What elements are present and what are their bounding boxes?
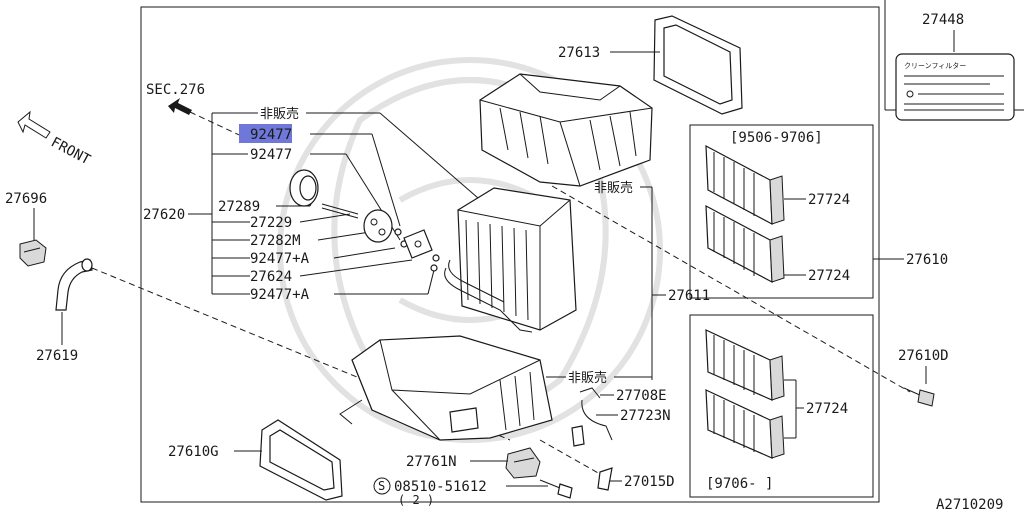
part-lower-case[interactable] [339, 335, 553, 441]
label-27289[interactable]: 27289 [218, 199, 260, 215]
label-92477a-2[interactable]: 92477+A [250, 287, 310, 303]
leader-27282m [317, 231, 371, 241]
main-frame [140, 6, 880, 503]
part-connector-27708e[interactable] [579, 387, 601, 399]
dash-upper [551, 185, 911, 393]
leader-hanbai-top-2 [379, 112, 479, 199]
part-bolt-27229[interactable] [321, 203, 359, 219]
standard-part-mark: S [373, 477, 391, 495]
label-08510-51612[interactable]: 08510-51612 [394, 479, 487, 495]
front-arrow-icon [17, 110, 51, 139]
group-list-lines [212, 112, 258, 295]
label-qty-2: ( 2 ) [398, 493, 434, 507]
label-27708e[interactable]: 27708E [616, 388, 667, 404]
date-range-lower: [9706- ] [706, 476, 773, 492]
front-indicator: FRONT [17, 110, 93, 169]
filter-box-upper [689, 124, 874, 299]
label-27723n[interactable]: 27723N [620, 408, 671, 424]
label-92477-highlight[interactable]: 92477 [250, 127, 292, 143]
part-evaporator[interactable] [444, 187, 577, 333]
part-filter-27724-c[interactable] [705, 329, 785, 401]
label-27761n[interactable]: 27761N [406, 454, 457, 470]
part-oring-27289[interactable] [289, 169, 319, 207]
label-27610d[interactable]: 27610D [898, 348, 949, 364]
label-27724-1[interactable]: 27724 [808, 192, 850, 208]
leader-92477a-1 [333, 247, 396, 259]
label-27610g[interactable]: 27610G [168, 444, 219, 460]
sec-276-label: SEC.276 [146, 82, 205, 98]
label-92477-b[interactable]: 92477 [250, 147, 292, 163]
part-filter-27724-b[interactable] [705, 204, 785, 284]
label-27696[interactable]: 27696 [5, 191, 47, 207]
part-frame-27610g[interactable] [259, 419, 343, 501]
label-27613[interactable]: 27613 [558, 45, 600, 61]
sticker-text: クリーンフィルター [904, 61, 966, 70]
leader-27624 [299, 259, 413, 277]
part-filter-27724-a[interactable] [705, 144, 785, 226]
filter-box-lower [689, 314, 874, 498]
part-screw-27610d[interactable] [903, 387, 935, 407]
leader-92477-hl-2 [371, 133, 401, 227]
part-screw-08510[interactable] [539, 479, 573, 499]
sec-276-ref[interactable]: SEC.276 [146, 82, 205, 115]
part-clip-27696[interactable] [19, 239, 47, 267]
label-27620[interactable]: 27620 [143, 207, 185, 223]
label-hanbai-mid: 非販売 [594, 180, 633, 196]
label-27610[interactable]: 27610 [906, 252, 948, 268]
label-27619[interactable]: 27619 [36, 348, 78, 364]
label-hanbai-bot: 非販売 [568, 370, 607, 386]
label-92477a-1[interactable]: 92477+A [250, 251, 310, 267]
label-27624[interactable]: 27624 [250, 269, 292, 285]
s-mark-label: S [378, 479, 385, 493]
label-27282m[interactable]: 27282M [250, 233, 301, 249]
part-oring-92477a[interactable] [430, 254, 440, 272]
label-27229[interactable]: 27229 [250, 215, 292, 231]
front-label: FRONT [48, 134, 93, 168]
part-upper-case[interactable] [479, 73, 653, 187]
part-harness-27723n[interactable] [571, 399, 613, 447]
part-sticker-27448[interactable]: クリーンフィルター [895, 53, 1015, 121]
leader-92477a-2b [427, 269, 435, 295]
part-block-27624[interactable] [403, 229, 433, 259]
part-hose-27619[interactable] [55, 258, 93, 311]
part-clip-27015d[interactable] [597, 467, 613, 491]
label-hanbai-top: 非販売 [260, 106, 299, 122]
part-actuator-27761n[interactable] [505, 447, 541, 479]
label-27724-3[interactable]: 27724 [806, 401, 848, 417]
dash-clip [539, 439, 601, 475]
leader-27229 [299, 213, 351, 223]
part-valve-27282m[interactable] [363, 209, 393, 243]
label-27611[interactable]: 27611 [668, 288, 710, 304]
part-filter-27724-d[interactable] [705, 389, 785, 459]
diagram-id: A2710209 [936, 497, 1003, 511]
label-27015d[interactable]: 27015D [624, 474, 675, 490]
label-27724-2[interactable]: 27724 [808, 268, 850, 284]
highlight-92477 [239, 124, 292, 143]
date-range-upper: [9506-9706] [730, 130, 823, 146]
label-27448[interactable]: 27448 [922, 12, 964, 28]
sec-arrow-icon [168, 98, 192, 115]
part-frame-27613[interactable] [653, 15, 743, 115]
dash-hose [91, 267, 511, 441]
